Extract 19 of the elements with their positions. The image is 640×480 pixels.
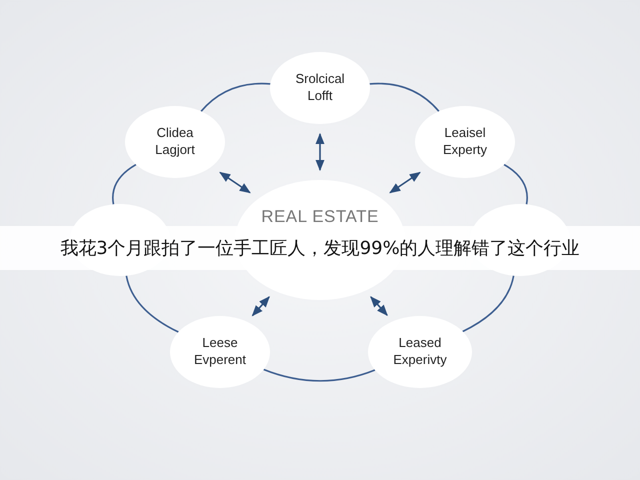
circle-label: Srolcical Lofft — [294, 71, 346, 105]
circle-label: Clidea Lagjort — [154, 125, 196, 159]
ring-arc — [112, 164, 136, 204]
headline-text: 我花3个月跟拍了一位手工匠人，发现99%的人理解错了这个行业 — [60, 237, 580, 260]
double-arrow — [252, 296, 270, 316]
ring-arc — [263, 368, 376, 382]
circle-label: Leese Evperent — [192, 335, 248, 369]
ring-arc — [504, 164, 528, 204]
circle-label: REAL ESTATE — [260, 207, 380, 227]
double-arrow — [219, 172, 251, 194]
ring-arc — [370, 82, 440, 112]
ring-arc — [200, 82, 270, 112]
circle-label: Leased Experivty — [392, 335, 448, 369]
double-arrow — [389, 172, 421, 194]
double-arrow — [370, 296, 388, 316]
ring-arc — [462, 276, 514, 332]
double-arrow — [316, 132, 324, 172]
circle-label: Leaisel Experty — [442, 125, 488, 159]
ring-arc — [126, 276, 179, 333]
